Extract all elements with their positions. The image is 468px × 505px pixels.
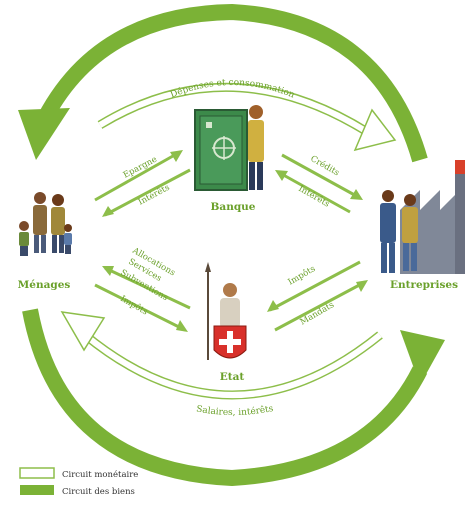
svg-text:Salaires, intérêts: Salaires, intérêts [195, 404, 274, 418]
node-banque: Banque [211, 201, 256, 213]
flows-etat-entreprises: Impôts Mandats [267, 260, 368, 332]
label-impots-entreprises: Impôts [286, 263, 317, 287]
helvetia-shield-icon [205, 262, 247, 360]
svg-text:Travail, sol, capital: Travail, sol, capital [184, 435, 286, 453]
legend-swatch-monetary [19, 467, 55, 479]
legend-label-goods: Circuit des biens [62, 487, 135, 497]
legend: Circuit monétaire Circuit des biens [19, 467, 138, 497]
node-menages: Ménages [18, 279, 71, 291]
label-salaires-interets: Salaires, intérêts [195, 404, 274, 418]
safe-banker-icon [194, 105, 264, 191]
node-entreprises: Entreprises [390, 279, 458, 291]
label-impots-menages: Impôts [119, 293, 150, 317]
legend-label-monetary: Circuit monétaire [62, 469, 138, 480]
svg-text:Produits et services: Produits et services [181, 47, 289, 67]
family-icon [19, 192, 72, 256]
flows-etat-menages: Allocations Services Subventions Impôts [94, 245, 191, 332]
node-etat: Etat [220, 371, 245, 383]
legend-swatch-goods [20, 485, 54, 495]
money-arc-bottom: Salaires, intérêts [60, 311, 383, 418]
label-travail-sol-capital: Travail, sol, capital [184, 435, 286, 453]
factory-workers-icon [380, 160, 465, 274]
flows-menages-banque: Epargne Intérêts [94, 150, 191, 217]
label-interets-entreprises-banque: Intérêts [297, 183, 332, 210]
label-credits: Crédits [309, 153, 342, 178]
label-produits-services: Produits et services [181, 47, 289, 67]
flows-banque-entreprises: Crédits Intérêts [275, 153, 363, 214]
